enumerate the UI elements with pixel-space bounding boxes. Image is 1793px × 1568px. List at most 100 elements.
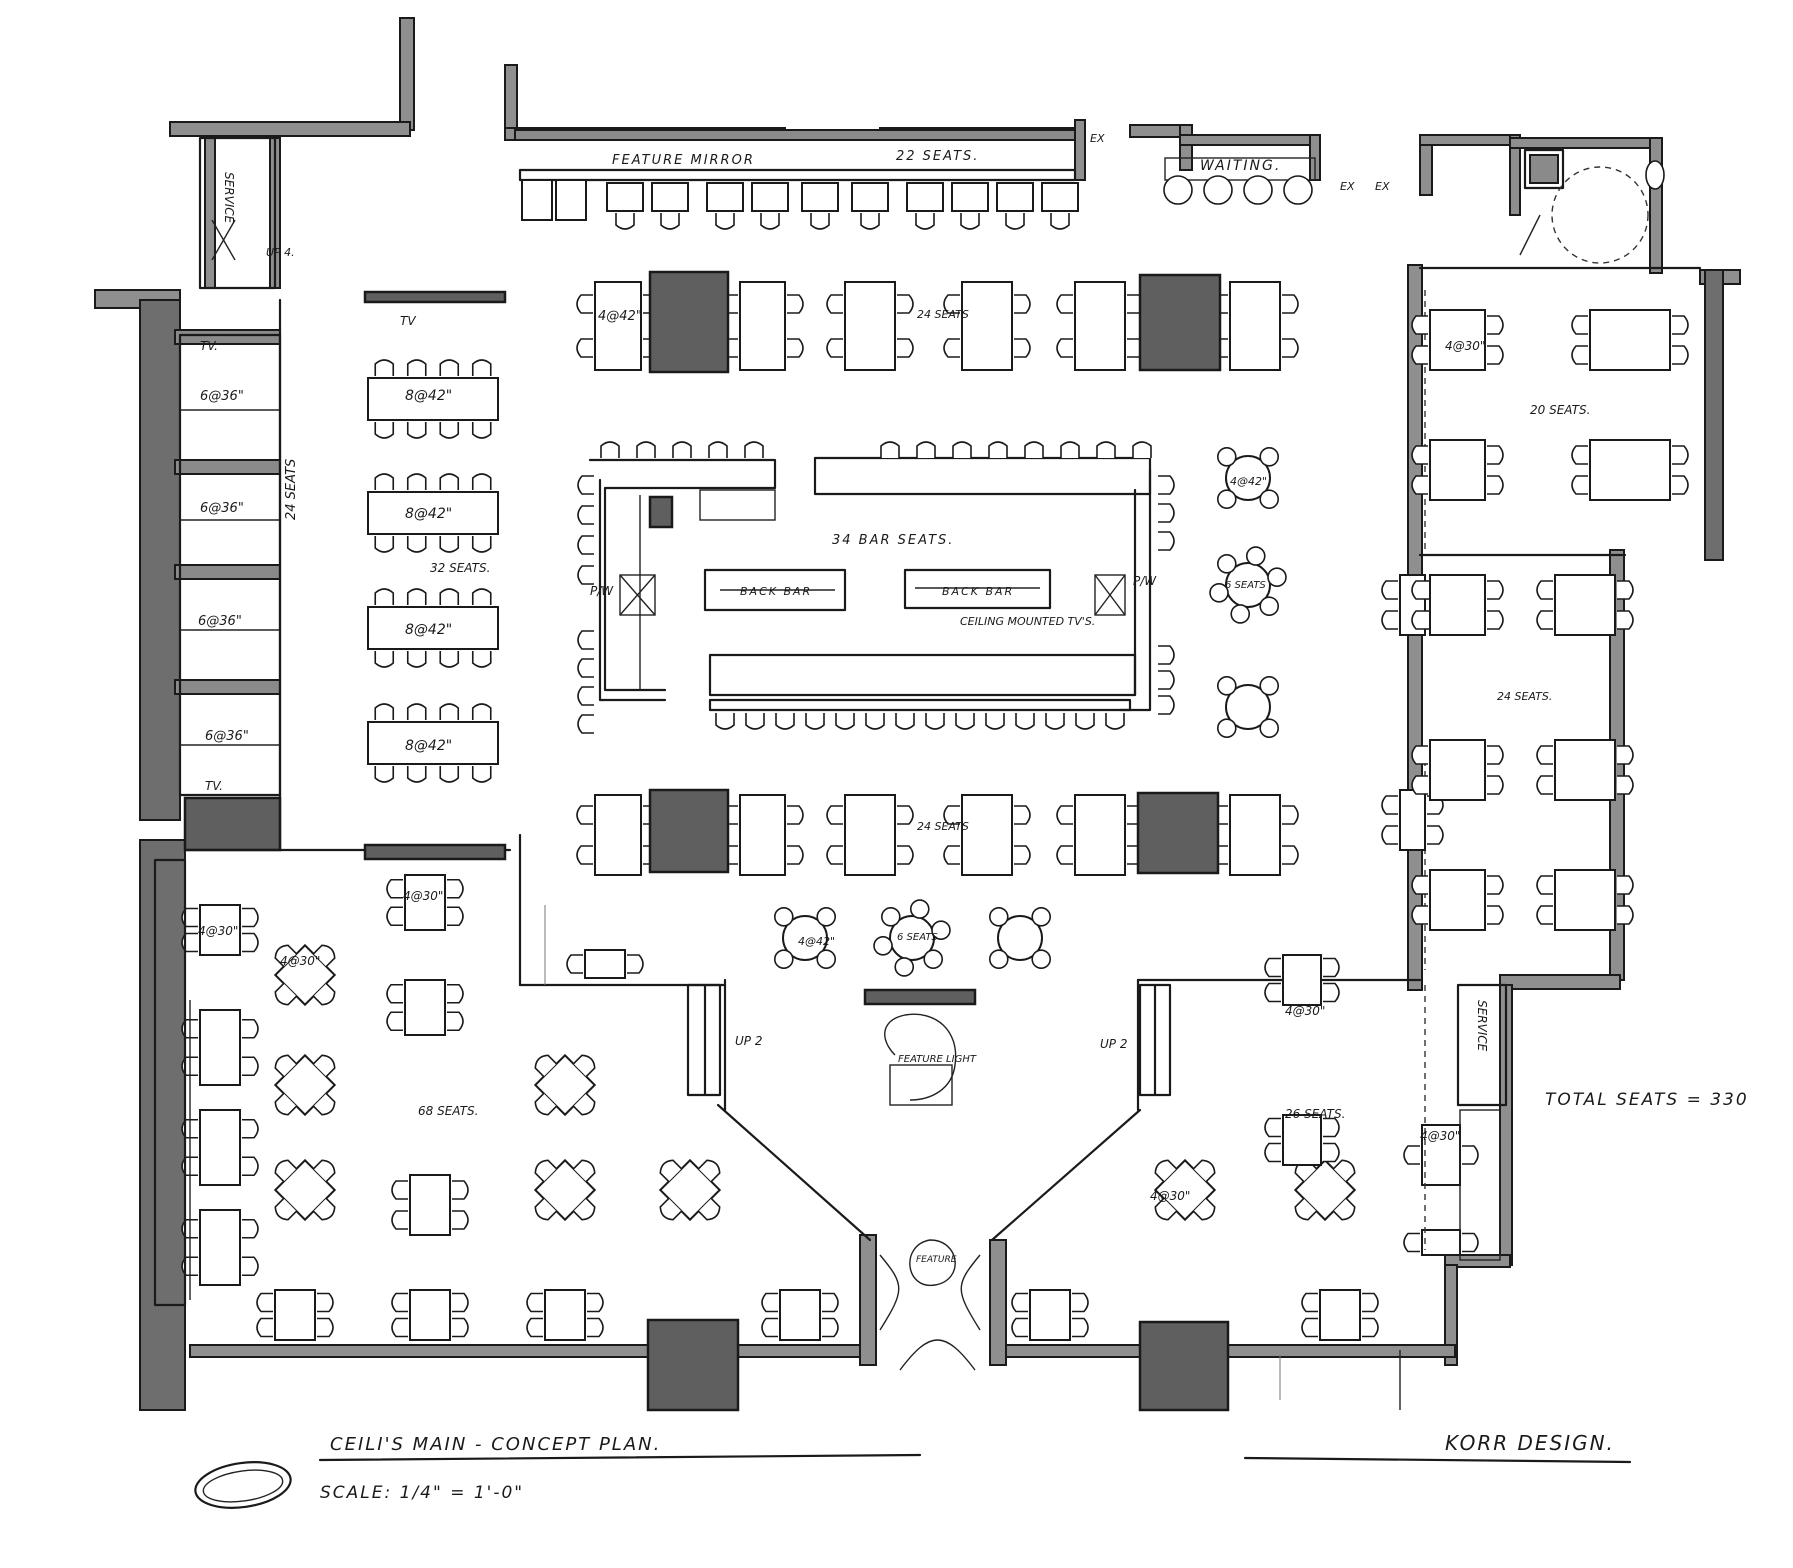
label-service-right: SERVICE [1475,1000,1489,1052]
table [739,281,786,371]
chair [577,714,594,734]
chair [406,651,427,668]
chair [1427,825,1444,845]
chair [406,703,427,720]
chair [760,213,780,230]
label-round-6-seats: 6 SEATS [1225,580,1266,591]
table [1554,739,1616,801]
table [851,182,889,212]
table [961,281,1013,371]
table [409,1174,451,1236]
chair [1105,713,1125,730]
table [1589,309,1671,371]
label-pw-1: P/W [590,584,614,598]
chair [1045,713,1065,730]
chair [1332,1159,1356,1183]
chair [988,949,1009,970]
plan-title: CEILI'S MAIN - CONCEPT PLAN. [330,1434,661,1455]
chair [1259,446,1280,467]
chair [943,338,960,358]
chair [715,213,735,230]
chair [374,536,395,553]
chair [256,1317,273,1338]
table [199,904,241,956]
chair [1072,1317,1089,1338]
label-table-4-30: 4@30" [1445,339,1485,353]
chair [577,658,594,678]
chair [773,949,794,970]
chair [1282,805,1299,825]
chair [988,906,1009,927]
chair [1264,982,1281,1003]
table [1074,281,1126,371]
chair [826,845,843,865]
chair [897,845,914,865]
chair [242,1056,259,1077]
label-back-bar-1: BACK BAR [740,585,812,598]
label-back-bar-2: BACK BAR [942,585,1014,598]
table [1319,1289,1361,1341]
diamond-table [658,1158,722,1222]
chair [439,703,460,720]
label-feature-light: FEATURE LIGHT [898,1054,977,1065]
table [651,182,689,212]
chair [1381,610,1398,630]
chair [1487,580,1504,600]
chair [931,920,951,941]
table [779,1289,821,1341]
chair [1323,982,1340,1003]
chair [659,1197,683,1221]
designer-signature: KORR DESIGN. [1445,1431,1615,1455]
chair [1060,441,1080,458]
chair [1381,580,1398,600]
chair [810,213,830,230]
chair [386,983,403,1004]
chair [1192,1159,1216,1183]
chair [1158,670,1175,690]
chair [1487,445,1504,465]
chair [865,713,885,730]
bar-island [588,456,1152,712]
chair [406,473,427,490]
chair [952,441,972,458]
label-ceiling-tvs: CEILING MOUNTED TV'S. [960,615,1095,628]
chair [672,441,692,458]
table [1282,954,1322,1006]
table [199,1209,241,1286]
chair [471,473,492,490]
chair [577,505,594,525]
table [1421,1229,1461,1256]
label-table-8-2: 8@42" [405,506,452,522]
chair [577,535,594,555]
label-26-seats: 26 SEATS. [1285,1107,1345,1121]
chair [1216,675,1237,696]
chair [697,1159,721,1183]
label-20-seats: 20 SEATS. [1530,403,1590,417]
chair [471,359,492,376]
chair [1487,610,1504,630]
chair [312,944,336,968]
table [606,182,644,212]
chair [1462,1145,1479,1165]
service-right [1456,983,1508,1261]
chair [816,906,837,927]
chair [894,957,915,977]
chair [1024,441,1044,458]
table [706,182,744,212]
chair [880,906,901,927]
chair [943,805,960,825]
table [367,606,499,650]
label-service-top: SERVICE [222,172,236,224]
chair [1487,875,1504,895]
chair [1014,338,1031,358]
chair [406,588,427,605]
chair [1411,775,1428,795]
bar-stools [577,441,1175,734]
chair [406,359,427,376]
chair [274,944,298,968]
chair [1264,1117,1281,1138]
chair [572,1054,596,1078]
table [996,182,1034,212]
chair [534,1054,558,1078]
chair [897,805,914,825]
